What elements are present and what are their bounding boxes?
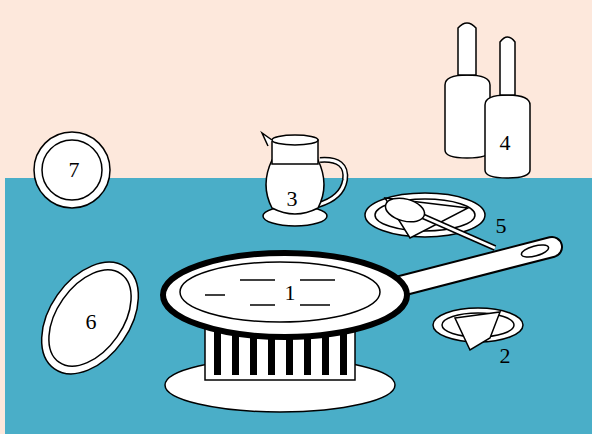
jug bbox=[262, 133, 345, 226]
callout-number: 5 bbox=[496, 215, 507, 237]
plate-small bbox=[433, 308, 523, 350]
plate-round bbox=[34, 132, 110, 208]
callout-number: 3 bbox=[287, 188, 298, 210]
callout-number: 6 bbox=[86, 311, 97, 333]
bottles bbox=[445, 23, 530, 178]
callout-number: 1 bbox=[285, 282, 296, 304]
callout-number: 4 bbox=[500, 132, 511, 154]
plate-oval bbox=[22, 244, 159, 391]
callout-number: 7 bbox=[69, 159, 80, 181]
tablecloth bbox=[5, 178, 592, 434]
callout-number: 2 bbox=[500, 345, 511, 367]
plate-with-spoon bbox=[365, 193, 495, 248]
